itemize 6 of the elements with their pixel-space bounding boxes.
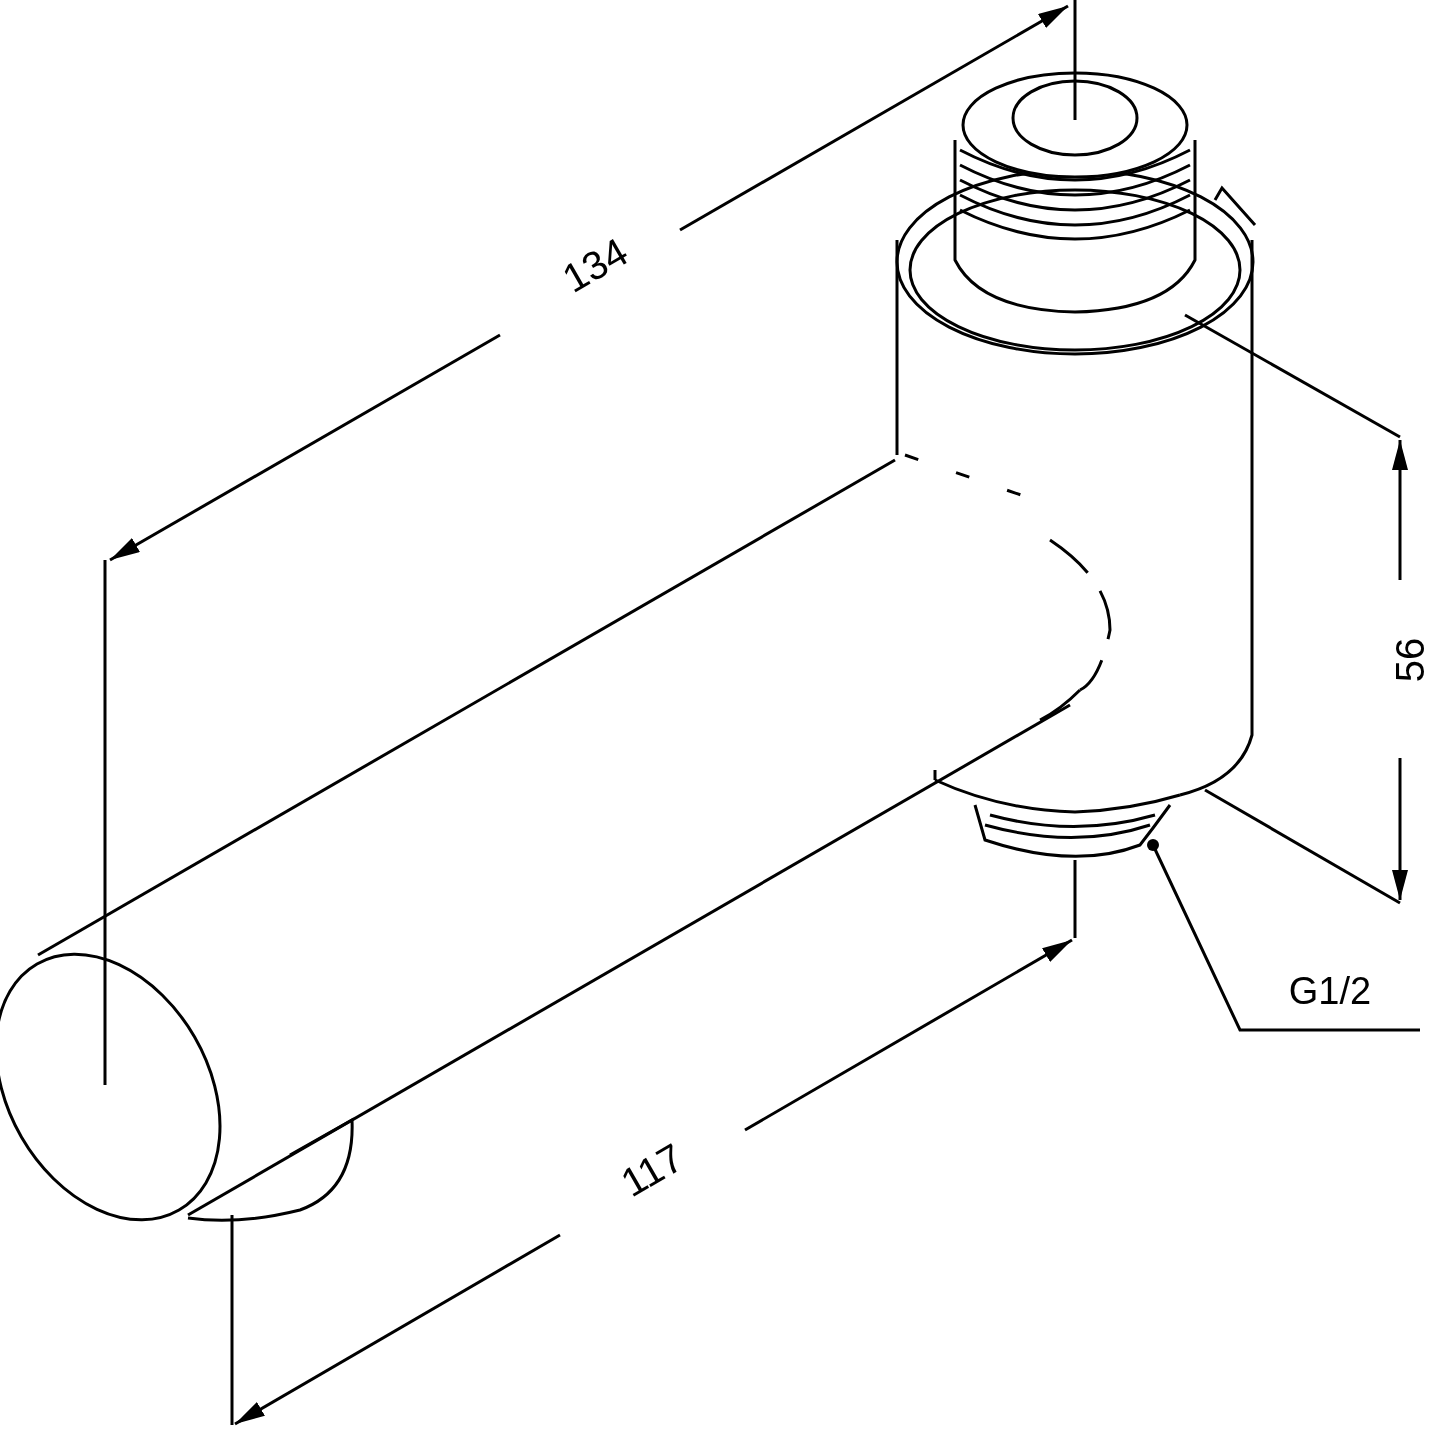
dimension-label: 117 <box>612 1134 692 1207</box>
leader-line <box>1147 839 1420 1032</box>
dimension-label: 134 <box>554 228 636 303</box>
thread-size-label: G1/2 <box>1288 972 1372 1010</box>
thread-drawing <box>973 804 1172 858</box>
dimension-label: 56 <box>1390 636 1430 685</box>
